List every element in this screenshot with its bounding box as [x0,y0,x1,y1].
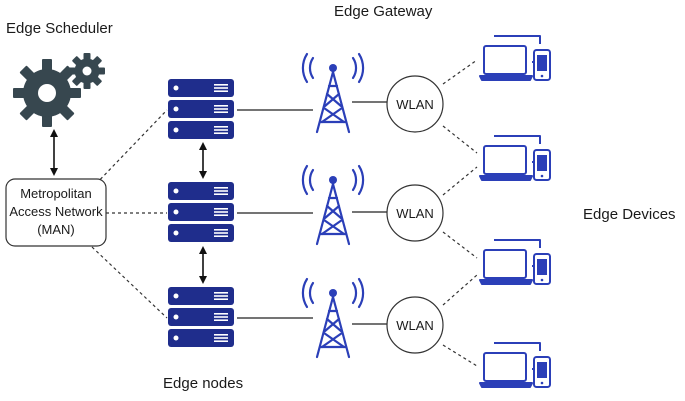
laptop-phone-icon [479,239,551,285]
gears-icon [13,53,105,127]
connections [50,59,478,367]
server-rack-icon [168,182,234,242]
wlan-label: WLAN [396,318,434,333]
wlan1-to-device1-link [442,59,478,85]
wlan2-to-device3-link [442,231,478,259]
man-to-node1-link [91,109,168,189]
edge-devices-label: Edge Devices [583,206,676,223]
antenna-tower-icon [301,52,365,134]
wlan-node-1: WLAN [386,75,444,133]
wlan-node-2: WLAN [386,184,444,242]
man-label-line3: (MAN) [37,222,75,237]
server-rack-icon [168,287,234,347]
man-box: Metropolitan Access Network (MAN) [5,178,107,247]
edge-gateway-label: Edge Gateway [334,3,433,20]
antenna-tower-icon [301,164,365,246]
wlan3-to-device3-link [442,274,478,306]
man-label-line2: Access Network [9,204,103,219]
wlan3-to-device4-link [442,344,478,367]
man-label-line1: Metropolitan [20,186,92,201]
laptop-phone-icon [479,35,551,81]
edge-scheduler-label: Edge Scheduler [6,20,113,37]
edge-nodes-label: Edge nodes [163,375,243,392]
server-rack-icon [168,79,234,139]
wlan-label: WLAN [396,206,434,221]
man-to-node3-link [91,246,168,319]
wlan-node-3: WLAN [386,296,444,354]
wlan-label: WLAN [396,97,434,112]
laptop-phone-icon [479,342,551,388]
wlan2-to-device2-link [442,166,478,196]
wlan1-to-device2-link [442,125,478,154]
laptop-phone-icon [479,135,551,181]
